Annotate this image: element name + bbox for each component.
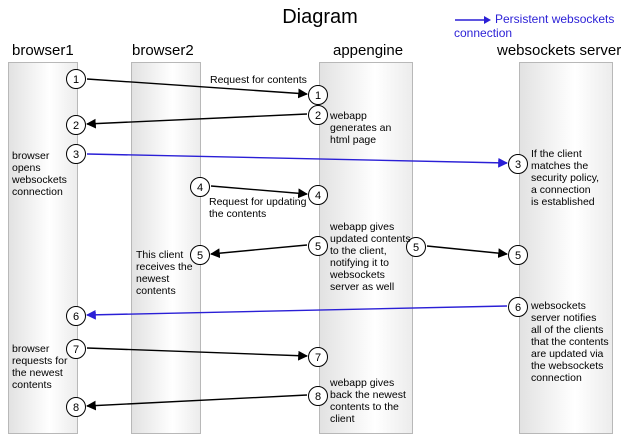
step-circle-5-appengine-right: 5 bbox=[406, 237, 426, 257]
step-circle-1-browser1: 1 bbox=[66, 69, 86, 89]
step-circle-8-appengine: 8 bbox=[308, 386, 328, 406]
arrow-7 bbox=[86, 347, 308, 361]
step-circle-1-appengine: 1 bbox=[308, 85, 328, 105]
step-circle-5-browser2: 5 bbox=[190, 245, 210, 265]
note-webapp-gives-updated: webapp gives updated contents to the cli… bbox=[330, 221, 411, 293]
step-circle-3-websockets: 3 bbox=[508, 154, 528, 174]
step-circle-7-appengine: 7 bbox=[308, 347, 328, 367]
note-request-for-contents: Request for contents bbox=[210, 74, 307, 86]
note-client-matches: If the client matches the security polic… bbox=[531, 148, 600, 208]
note-webapp-generates: webapp generates an html page bbox=[330, 110, 392, 146]
note-webapp-gives-back: webapp gives back the newest contents to… bbox=[330, 377, 406, 425]
arrow-6 bbox=[86, 305, 508, 320]
note-ws-notifies: websockets server notifies all of the cl… bbox=[531, 300, 609, 384]
arrow-5b bbox=[426, 245, 508, 258]
step-circle-6-browser1: 6 bbox=[66, 306, 86, 326]
step-circle-3-browser1: 3 bbox=[66, 144, 86, 164]
note-browser-requests: browser requests for the newest contents bbox=[12, 343, 68, 391]
arrow-5a bbox=[210, 244, 308, 259]
step-circle-6-websockets: 6 bbox=[508, 297, 528, 317]
lane-title-websockets-server: websockets server bbox=[497, 42, 622, 59]
note-request-updating: Request for updating the contents bbox=[209, 196, 307, 220]
step-circle-4-browser2: 4 bbox=[190, 177, 210, 197]
lane-title-browser1: browser1 bbox=[12, 42, 74, 59]
step-circle-2-appengine: 2 bbox=[308, 105, 328, 125]
legend: Persistent websockets connection bbox=[454, 12, 640, 40]
arrow-3 bbox=[86, 153, 508, 168]
lane-title-browser2: browser2 bbox=[132, 42, 194, 59]
legend-label: Persistent websockets connection bbox=[454, 12, 615, 40]
step-circle-4-appengine: 4 bbox=[308, 185, 328, 205]
arrow-2 bbox=[86, 113, 308, 129]
step-circle-5-appengine: 5 bbox=[308, 236, 328, 256]
step-circle-2-browser1: 2 bbox=[66, 115, 86, 135]
arrow-8 bbox=[86, 394, 308, 411]
step-circle-7-browser1: 7 bbox=[66, 339, 86, 359]
arrow-4 bbox=[210, 185, 308, 199]
step-circle-8-browser1: 8 bbox=[66, 397, 86, 417]
note-client-receives: This client receives the newest contents bbox=[136, 249, 193, 297]
lane-title-appengine: appengine bbox=[333, 42, 404, 59]
lane-websockets-server bbox=[519, 62, 613, 434]
step-circle-5-websockets: 5 bbox=[508, 245, 528, 265]
arrow-1 bbox=[86, 78, 308, 99]
legend-arrow-icon bbox=[455, 15, 491, 24]
diagram-title: Diagram bbox=[282, 6, 358, 28]
note-browser-opens: browser opens websockets connection bbox=[12, 150, 67, 198]
